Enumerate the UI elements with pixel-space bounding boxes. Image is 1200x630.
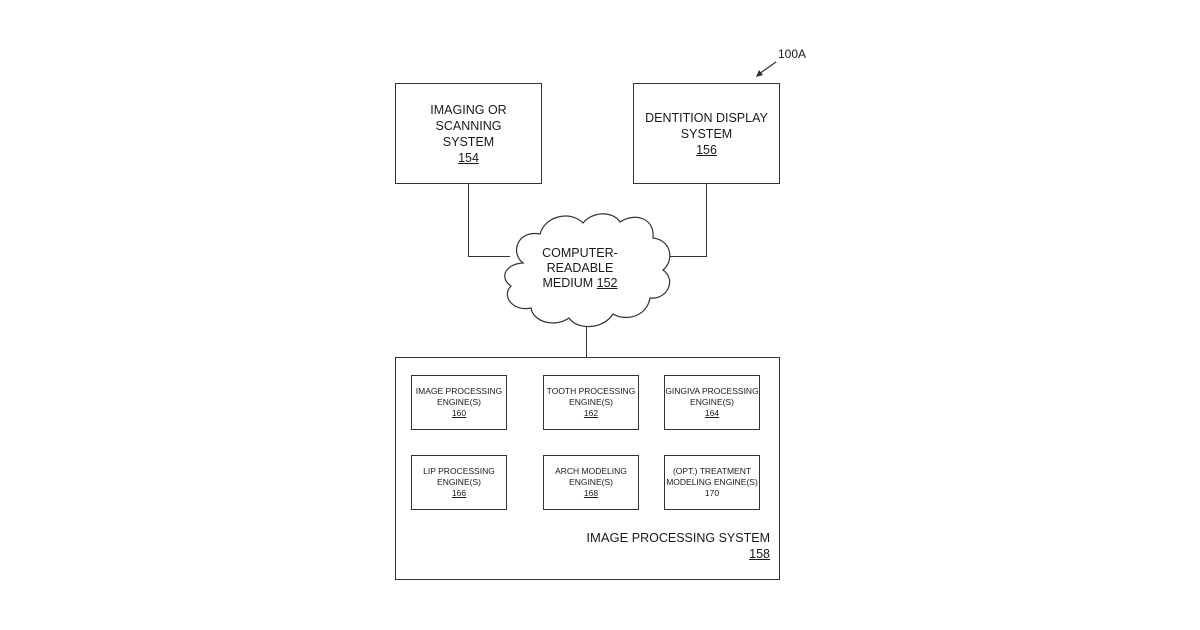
display-number: 156: [696, 142, 717, 158]
medium-line2: READABLE: [515, 261, 645, 276]
engine-box-tooth-processing: TOOTH PROCESSING ENGINE(S) 162: [543, 375, 639, 430]
engine-box-image-processing: IMAGE PROCESSING ENGINE(S) 160: [411, 375, 507, 430]
engine-number: 170: [705, 488, 719, 499]
medium-label: COMPUTER- READABLE MEDIUM 152: [515, 246, 645, 291]
engine-number: 160: [452, 408, 466, 419]
engine-line2: ENGINE(S): [437, 477, 481, 488]
system-label-rest: PROCESSING SYSTEM: [632, 531, 770, 545]
engine-box-lip-processing: LIP PROCESSING ENGINE(S) 166: [411, 455, 507, 510]
medium-number: 152: [597, 276, 618, 290]
display-line2: SYSTEM: [681, 126, 732, 142]
engine-line1: (OPT.) TREATMENT: [673, 466, 751, 477]
engine-number: 168: [584, 488, 598, 499]
engine-number: 166: [452, 488, 466, 499]
connector-display-vertical: [706, 183, 707, 256]
medium-line3-wrap: MEDIUM 152: [515, 276, 645, 291]
engine-line2: ENGINE(S): [690, 397, 734, 408]
engine-line1: TOOTH PROCESSING: [547, 386, 636, 397]
system-label-word1: IMAGE: [586, 530, 628, 545]
engine-line2: MODELING ENGINE(S): [666, 477, 758, 488]
display-line1: DENTITION DISPLAY: [645, 110, 768, 126]
engine-number: 162: [584, 408, 598, 419]
system-number: 158: [560, 546, 770, 562]
image-processing-system-label: IMAGE PROCESSING SYSTEM 158: [560, 530, 770, 562]
imaging-number: 154: [458, 150, 479, 166]
engine-box-gingiva-processing: GINGIVA PROCESSING ENGINE(S) 164: [664, 375, 760, 430]
imaging-line1: IMAGING OR SCANNING: [396, 102, 541, 134]
engine-box-arch-modeling: ARCH MODELING ENGINE(S) 168: [543, 455, 639, 510]
imaging-line2: SYSTEM: [443, 134, 494, 150]
engine-number: 164: [705, 408, 719, 419]
figure-label: 100A: [778, 47, 806, 61]
engine-line1: ARCH MODELING: [555, 466, 627, 477]
engine-box-treatment-modeling: (OPT.) TREATMENT MODELING ENGINE(S) 170: [664, 455, 760, 510]
medium-line3: MEDIUM: [542, 276, 593, 290]
dentition-display-box: DENTITION DISPLAY SYSTEM 156: [633, 83, 780, 184]
engine-line2: ENGINE(S): [569, 397, 613, 408]
imaging-system-box: IMAGING OR SCANNING SYSTEM 154: [395, 83, 542, 184]
engine-line1: LIP PROCESSING: [423, 466, 495, 477]
engine-line1: IMAGE PROCESSING: [416, 386, 502, 397]
connector-imaging-vertical: [468, 183, 469, 256]
engine-line1: GINGIVA PROCESSING: [665, 386, 758, 397]
medium-line1: COMPUTER-: [515, 246, 645, 261]
engine-line2: ENGINE(S): [569, 477, 613, 488]
engine-line2: ENGINE(S): [437, 397, 481, 408]
figure-arrow: [750, 58, 780, 80]
